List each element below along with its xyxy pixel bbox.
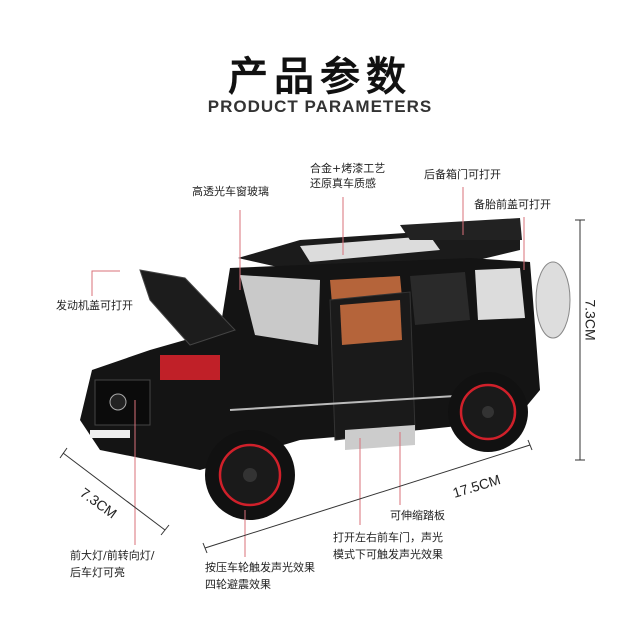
callout-wheel-line2: 四轮避震效果: [205, 578, 271, 591]
callout-step: 可伸缩踏板: [390, 509, 445, 522]
callout-alloy-line2: 还原真车质感: [310, 177, 376, 190]
callout-alloy-line1: 合金+烤漆工艺: [310, 162, 386, 175]
callout-doors-line2: 模式下可触发声光效果: [333, 548, 443, 561]
height-dimension-label: 7.3CM: [582, 299, 599, 341]
callout-hood: 发动机盖可打开: [56, 299, 133, 312]
length-dimension-line: [204, 444, 531, 549]
page-subtitle: PRODUCT PARAMETERS: [207, 97, 433, 116]
callout-window-glass: 高透光车窗玻璃: [192, 185, 269, 198]
page-title: 产品参数: [228, 54, 412, 100]
callout-trunk-door: 后备箱门可打开: [424, 168, 501, 181]
callout-line-hood: [91, 270, 120, 296]
callout-lights-line2: 后车灯可亮: [70, 566, 125, 579]
callout-spare-tire: 备胎前盖可打开: [474, 198, 551, 211]
car-model: [80, 218, 571, 520]
callout-lights-line1: 前大灯/前转向灯/: [70, 549, 155, 562]
width-dimension-line: [62, 452, 166, 531]
callout-doors-line1: 打开左右前车门，声光: [333, 531, 443, 544]
callout-wheel-line1: 按压车轮触发声光效果: [205, 561, 315, 574]
